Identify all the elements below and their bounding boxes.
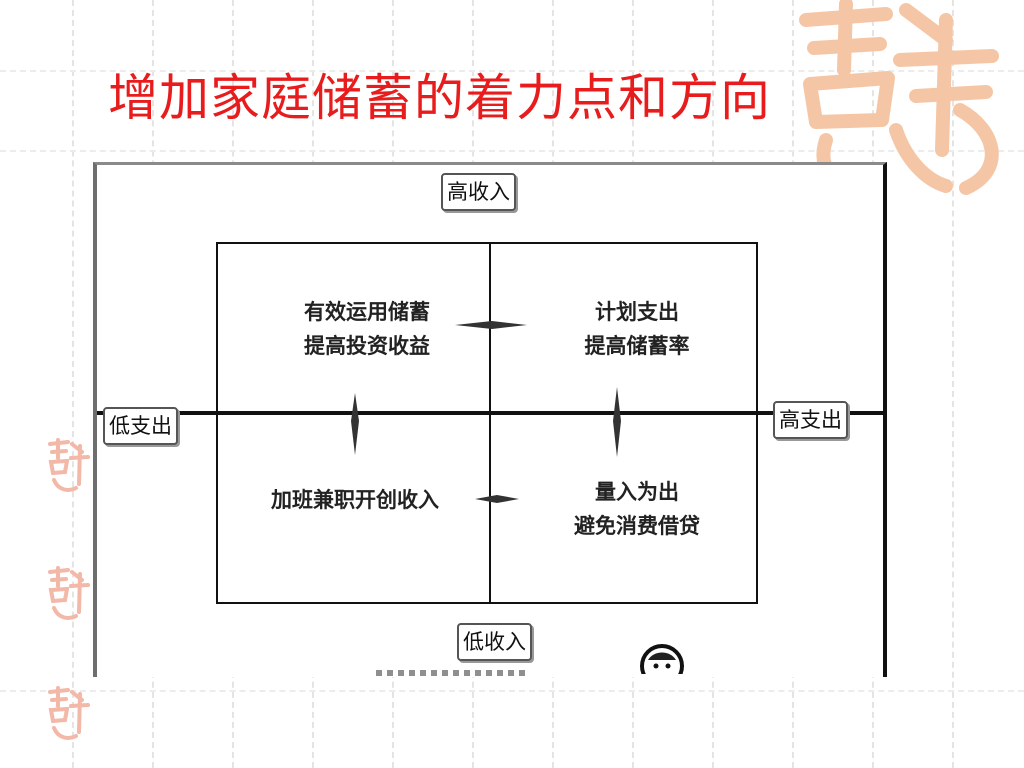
smiley-face-icon: [640, 644, 684, 674]
quadrant-grid: [97, 242, 883, 604]
axis-label-low-income: 低收入: [457, 623, 532, 661]
seal-icon: [48, 438, 90, 492]
arrow-left-up: [351, 393, 359, 455]
quadrant-line: 量入为出: [595, 480, 679, 504]
quadrant-top-left: 有效运用储蓄 提高投资收益: [257, 295, 477, 363]
quadrant-bottom-left: 加班兼职开创收入: [225, 483, 485, 517]
quadrant-bottom-right: 量入为出 避免消费借贷: [537, 475, 737, 543]
slide-title: 增加家庭储蓄的着力点和方向: [108, 69, 771, 127]
quadrant-diagram: 高收入 低收入 低支出 高支出 有效运用储蓄 提高投资收益 计划支出 提高储蓄率…: [93, 162, 887, 677]
axis-label-high-spending: 高支出: [773, 401, 848, 439]
quadrant-line: 有效运用储蓄: [304, 300, 430, 324]
seal-icon: [799, 0, 999, 195]
clipped-caption-fragment: [376, 670, 526, 676]
arrow-bottom-left: [475, 495, 519, 503]
quadrant-top-right: 计划支出 提高储蓄率: [537, 295, 737, 363]
arrow-right-up: [613, 387, 621, 457]
axis-label-low-spending: 低支出: [103, 407, 178, 445]
grid-frame: [216, 242, 758, 604]
quadrant-line: 提高储蓄率: [584, 334, 690, 358]
quadrant-line: 计划支出: [595, 300, 679, 324]
axis-label-high-income: 高收入: [441, 173, 516, 211]
seal-icon: [48, 566, 90, 620]
quadrant-line: 避免消费借贷: [574, 514, 700, 538]
arrow-top-left: [455, 321, 527, 329]
quadrant-line: 加班兼职开创收入: [271, 488, 439, 512]
seal-icon: [48, 686, 90, 740]
quadrant-line: 提高投资收益: [304, 334, 430, 358]
